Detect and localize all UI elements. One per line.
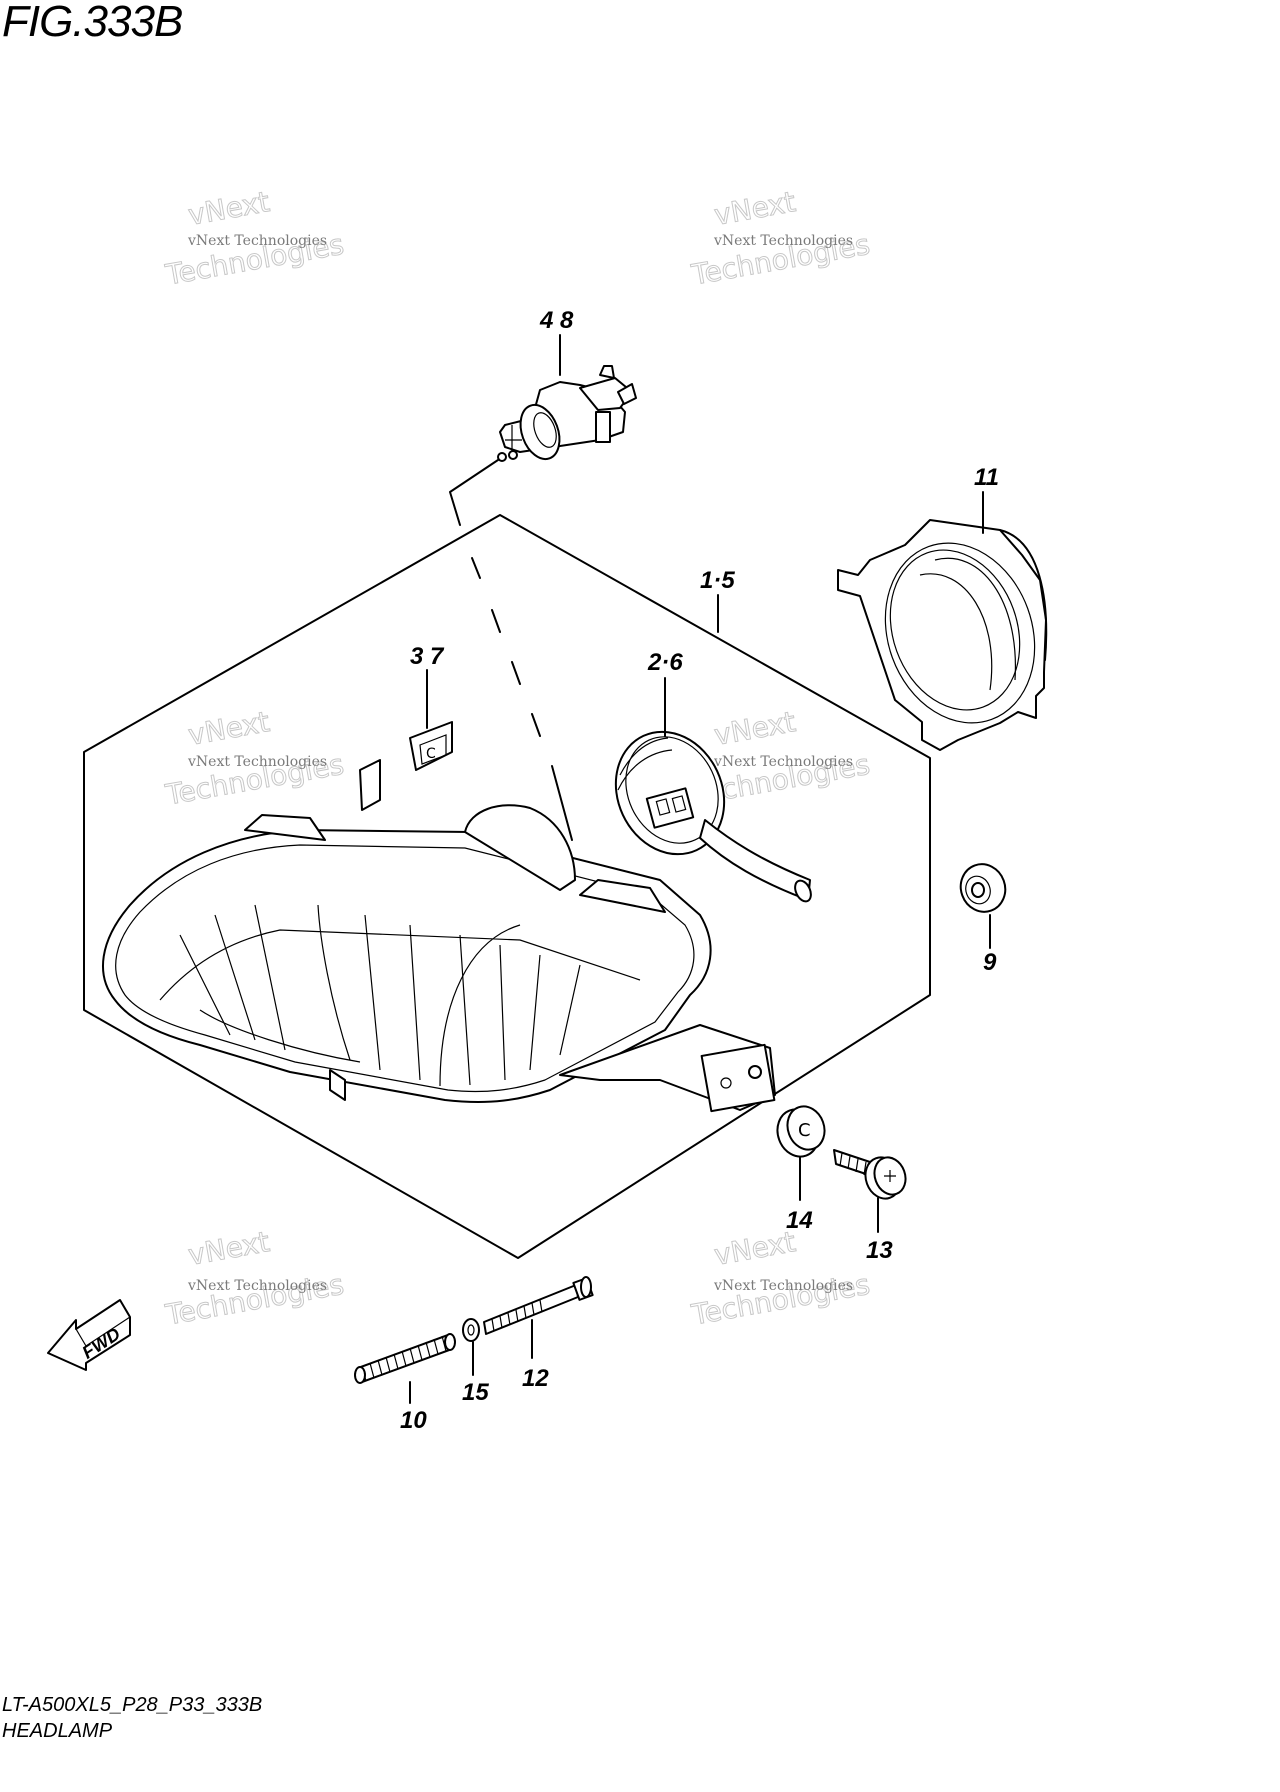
model-code: LT-A500XL5_P28_P33_333B <box>2 1694 263 1716</box>
callout-12: 12 <box>522 1365 549 1392</box>
cushion: C <box>776 1105 826 1158</box>
callout-9: 9 <box>983 949 997 976</box>
callout-13: 13 <box>866 1237 893 1264</box>
washer <box>462 1318 480 1342</box>
callout-14: 14 <box>786 1207 813 1234</box>
headlamp-housing <box>102 759 776 1113</box>
watermark-top-right: vNext Technologies vNext Technologies <box>688 185 873 293</box>
figure-title: FIG.333B <box>2 0 183 46</box>
bulb-leader <box>449 459 499 526</box>
callout-15: 15 <box>462 1379 489 1406</box>
svg-text:vNext: vNext <box>712 705 798 752</box>
svg-text:vNext Technologies: vNext Technologies <box>713 1278 853 1294</box>
callout-10: 10 <box>400 1407 427 1434</box>
watermark-bottom-left: vNext Technologies vNext Technologies <box>162 1225 347 1333</box>
svg-text:vNext Technologies: vNext Technologies <box>713 233 853 249</box>
bulb-leader-dashed <box>471 557 573 841</box>
section-name: HEADLAMP <box>2 1720 113 1742</box>
watermark-mid-left: vNext Technologies vNext Technologies <box>162 705 347 813</box>
callout-2-6: 2·6 <box>647 649 683 676</box>
svg-text:vNext: vNext <box>186 185 272 232</box>
adjuster-clip: C <box>409 721 453 771</box>
grommet <box>959 863 1007 913</box>
callout-11: 11 <box>974 464 999 491</box>
callout-4-8: 4 8 <box>539 307 574 334</box>
watermark-top-left: vNext Technologies vNext Technologies <box>162 185 347 293</box>
svg-text:vNext Technologies: vNext Technologies <box>187 1278 327 1294</box>
svg-text:C: C <box>426 746 436 762</box>
spring <box>354 1333 456 1384</box>
svg-text:C: C <box>798 1120 811 1141</box>
headlamp-bulb <box>497 365 637 462</box>
bulb-socket <box>614 730 812 903</box>
svg-text:vNext: vNext <box>186 705 272 752</box>
svg-text:vNext Technologies: vNext Technologies <box>187 754 327 770</box>
svg-text:vNext Technologies: vNext Technologies <box>713 754 853 770</box>
fwd-direction-arrow: FWD <box>47 1299 131 1371</box>
svg-text:vNext: vNext <box>186 1225 272 1272</box>
retaining-ring <box>837 519 1048 751</box>
screw <box>833 1149 907 1200</box>
callout-1-5: 1·5 <box>700 567 735 594</box>
svg-text:vNext: vNext <box>712 185 798 232</box>
watermark-bottom-right: vNext Technologies vNext Technologies <box>688 1225 873 1333</box>
callout-3-7: 3 7 <box>410 643 445 670</box>
adjusting-screw <box>483 1276 594 1335</box>
svg-text:vNext Technologies: vNext Technologies <box>187 233 327 249</box>
assembly-outline <box>83 514 931 1259</box>
